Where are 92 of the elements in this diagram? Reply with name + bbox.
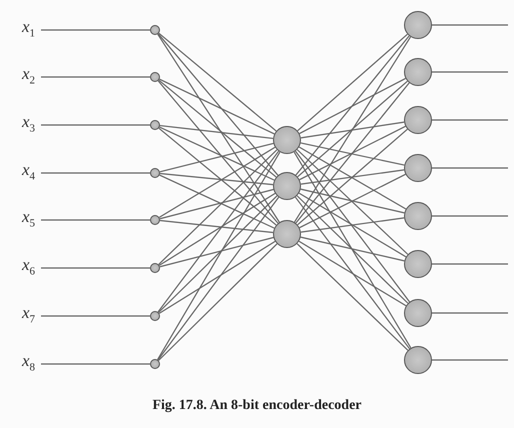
input-label: x$_{6}$ [22, 256, 36, 280]
connection-line [299, 174, 406, 228]
input-label: x$_{1}$ [22, 18, 36, 42]
input-node [150, 263, 160, 273]
connection-line [160, 188, 274, 220]
output-line [432, 359, 508, 361]
hidden-node [273, 220, 301, 248]
figure-caption: Fig. 17.8. An 8-bit encoder-decoder [151, 398, 363, 414]
connection-line [159, 126, 275, 181]
output-line [432, 215, 508, 217]
connection-line [160, 124, 274, 140]
connection-line [297, 34, 408, 132]
connection-line [299, 126, 406, 180]
input-node [150, 359, 160, 369]
connection-line [160, 172, 274, 186]
input-node [150, 215, 160, 225]
connection-line [158, 149, 278, 265]
output-line [432, 312, 508, 314]
connection-line [158, 196, 280, 360]
connection-line [298, 192, 406, 258]
output-node [404, 58, 432, 86]
output-line [432, 119, 508, 121]
connection-line [159, 174, 275, 229]
input-node [150, 120, 160, 130]
connection-line [159, 78, 275, 135]
connection-line [41, 315, 150, 317]
connection-line [300, 169, 404, 185]
output-node [404, 106, 432, 134]
connection-line [157, 152, 280, 360]
output-line [432, 167, 508, 169]
input-label: x$_{4}$ [22, 161, 36, 186]
input-node [150, 311, 160, 321]
connection-line [158, 195, 278, 313]
output-node [404, 346, 432, 374]
connection-line [158, 32, 277, 132]
connection-line [158, 33, 278, 176]
connection-line [295, 82, 410, 224]
connection-line [158, 150, 280, 312]
connection-line [41, 29, 150, 31]
connection-line [296, 243, 408, 351]
output-line [432, 71, 508, 73]
connection-line [41, 172, 150, 174]
connection-line [296, 149, 408, 255]
connection-line [296, 195, 408, 304]
hidden-node [273, 172, 301, 200]
connection-line [298, 240, 406, 306]
connection-line [158, 80, 277, 178]
connection-line [158, 240, 276, 314]
hidden-node [273, 126, 301, 154]
connection-line [299, 78, 406, 134]
input-label: x$_{5}$ [22, 208, 36, 232]
connection-line [157, 34, 280, 223]
connection-line [300, 188, 404, 214]
connection-line [158, 80, 278, 224]
connection-line [294, 196, 410, 350]
input-node [150, 25, 160, 35]
connection-line [158, 192, 276, 266]
connection-line [41, 219, 150, 221]
connection-line [300, 236, 404, 262]
connection-line [160, 220, 274, 234]
connection-line [300, 217, 404, 233]
connection-line [294, 152, 412, 348]
connection-line [160, 236, 274, 268]
input-label: x$_{7}$ [22, 304, 36, 328]
connection-line [41, 76, 150, 78]
connection-line [300, 142, 404, 166]
connection-line [294, 36, 412, 222]
connection-line [41, 124, 150, 126]
connection-line [160, 142, 274, 172]
input-label: x$_{3}$ [22, 113, 36, 138]
output-line [432, 24, 508, 26]
connection-line [41, 267, 150, 269]
output-line [432, 263, 508, 265]
input-node [150, 72, 160, 82]
connection-line [294, 150, 410, 302]
output-node [404, 154, 432, 182]
input-node [150, 168, 160, 178]
connection-line [297, 80, 408, 178]
input-label: x$_{8}$ [22, 352, 36, 376]
output-node [404, 11, 432, 39]
connection-line [298, 146, 406, 210]
output-node [404, 299, 432, 327]
connection-line [158, 146, 276, 218]
connection-line [158, 128, 277, 226]
output-node [404, 250, 432, 278]
output-node [404, 202, 432, 230]
connection-line [300, 122, 404, 138]
connection-line [297, 128, 408, 226]
connection-line [295, 35, 410, 176]
connection-line [158, 243, 278, 361]
input-label: x$_{2}$ [22, 65, 36, 90]
connection-line [41, 363, 150, 365]
